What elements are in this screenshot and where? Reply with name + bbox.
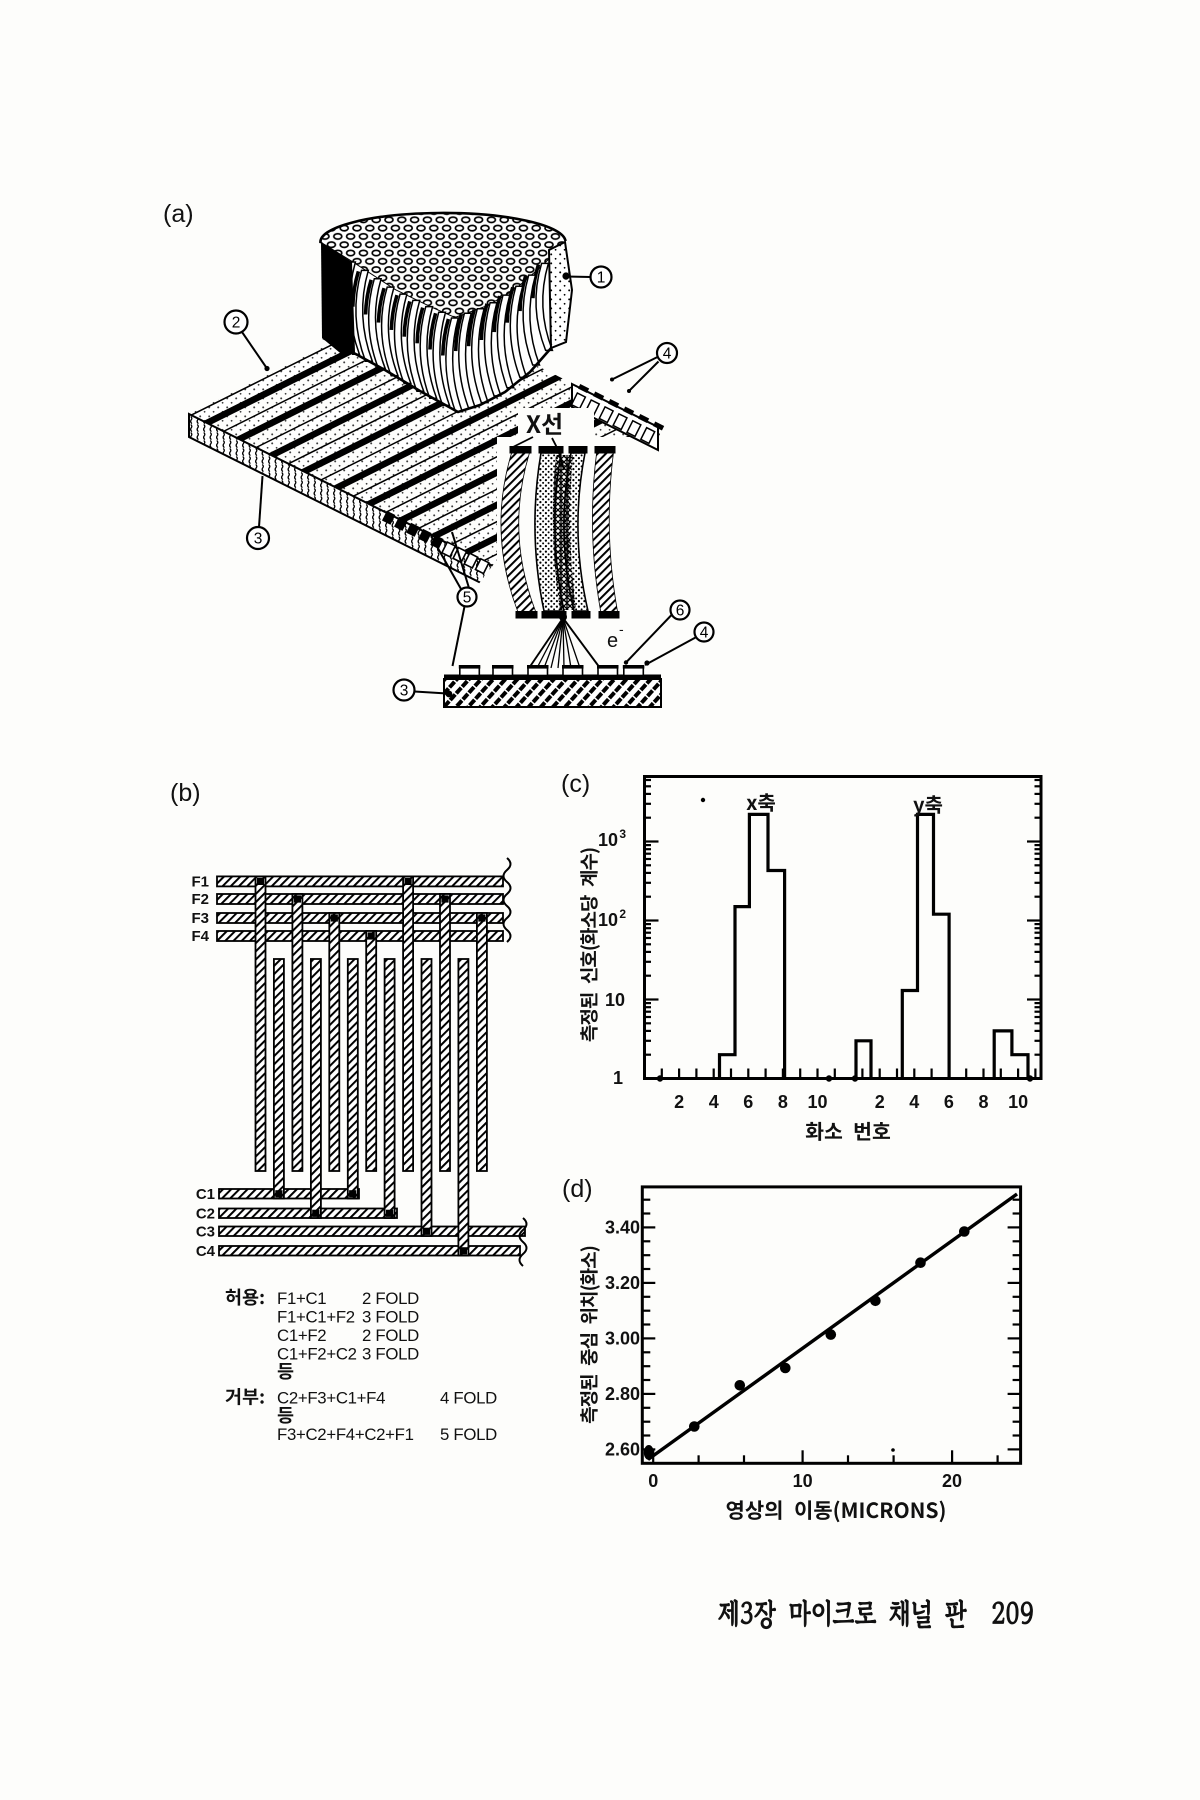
svg-text:F2: F2 — [191, 891, 209, 908]
svg-text:e: e — [607, 630, 618, 652]
svg-text:(d): (d) — [562, 1175, 593, 1203]
svg-text:10: 10 — [605, 990, 625, 1010]
svg-text:5 FOLD: 5 FOLD — [440, 1425, 497, 1444]
svg-text:F3+C2+F4+C2+F1: F3+C2+F4+C2+F1 — [277, 1425, 414, 1444]
svg-text:10: 10 — [793, 1471, 813, 1491]
svg-text:3 FOLD: 3 FOLD — [362, 1308, 419, 1327]
svg-text:C3: C3 — [196, 1223, 215, 1240]
svg-text:6: 6 — [944, 1092, 954, 1112]
svg-text:3: 3 — [400, 683, 409, 700]
svg-text:2: 2 — [674, 1092, 684, 1112]
svg-text:3 FOLD: 3 FOLD — [362, 1345, 419, 1364]
svg-text:10: 10 — [1008, 1092, 1028, 1112]
svg-text:3: 3 — [619, 827, 626, 841]
svg-text:(b): (b) — [170, 779, 201, 807]
svg-text:1: 1 — [597, 270, 606, 287]
svg-text:C1+F2: C1+F2 — [277, 1326, 326, 1345]
svg-text:2: 2 — [875, 1092, 885, 1112]
svg-text:F1: F1 — [191, 874, 209, 891]
svg-text:(c): (c) — [561, 770, 590, 798]
svg-text:2: 2 — [232, 315, 241, 332]
svg-text:2 FOLD: 2 FOLD — [362, 1326, 419, 1345]
svg-text:20: 20 — [942, 1471, 962, 1491]
svg-text:2.60: 2.60 — [605, 1439, 640, 1459]
svg-text:2: 2 — [619, 907, 626, 921]
svg-text:6: 6 — [676, 603, 685, 620]
svg-text:C4: C4 — [196, 1243, 216, 1260]
svg-text:C1+F2+C2: C1+F2+C2 — [277, 1345, 357, 1364]
svg-text:3.40: 3.40 — [605, 1217, 640, 1237]
svg-text:3: 3 — [254, 531, 263, 548]
svg-text:6: 6 — [743, 1092, 753, 1112]
svg-text:8: 8 — [778, 1092, 788, 1112]
svg-text:F3: F3 — [191, 910, 209, 927]
svg-text:F1+C1+F2: F1+C1+F2 — [277, 1308, 355, 1327]
svg-text:3.20: 3.20 — [605, 1273, 640, 1293]
svg-text:4: 4 — [700, 625, 709, 642]
svg-text:C2+F3+C1+F4: C2+F3+C1+F4 — [277, 1389, 385, 1408]
svg-text:1: 1 — [613, 1068, 623, 1088]
svg-text:3.00: 3.00 — [605, 1328, 640, 1348]
svg-text:8: 8 — [978, 1092, 988, 1112]
svg-text:C2: C2 — [196, 1205, 215, 1222]
svg-text:4: 4 — [709, 1092, 719, 1112]
svg-text:4: 4 — [663, 346, 672, 363]
svg-text:0: 0 — [648, 1471, 658, 1491]
svg-text:2 FOLD: 2 FOLD — [362, 1289, 419, 1308]
svg-text:4: 4 — [909, 1092, 919, 1112]
svg-text:C1: C1 — [196, 1186, 215, 1203]
svg-text:10: 10 — [598, 830, 618, 850]
svg-text:10: 10 — [598, 910, 618, 930]
svg-text:-: - — [619, 621, 624, 637]
svg-text:F4: F4 — [191, 928, 209, 945]
svg-text:10: 10 — [807, 1092, 827, 1112]
svg-text:F1+C1: F1+C1 — [277, 1289, 326, 1308]
svg-text:2.80: 2.80 — [605, 1384, 640, 1404]
svg-text:5: 5 — [463, 590, 472, 607]
svg-text:(a): (a) — [163, 200, 194, 228]
svg-text:4 FOLD: 4 FOLD — [440, 1389, 497, 1408]
